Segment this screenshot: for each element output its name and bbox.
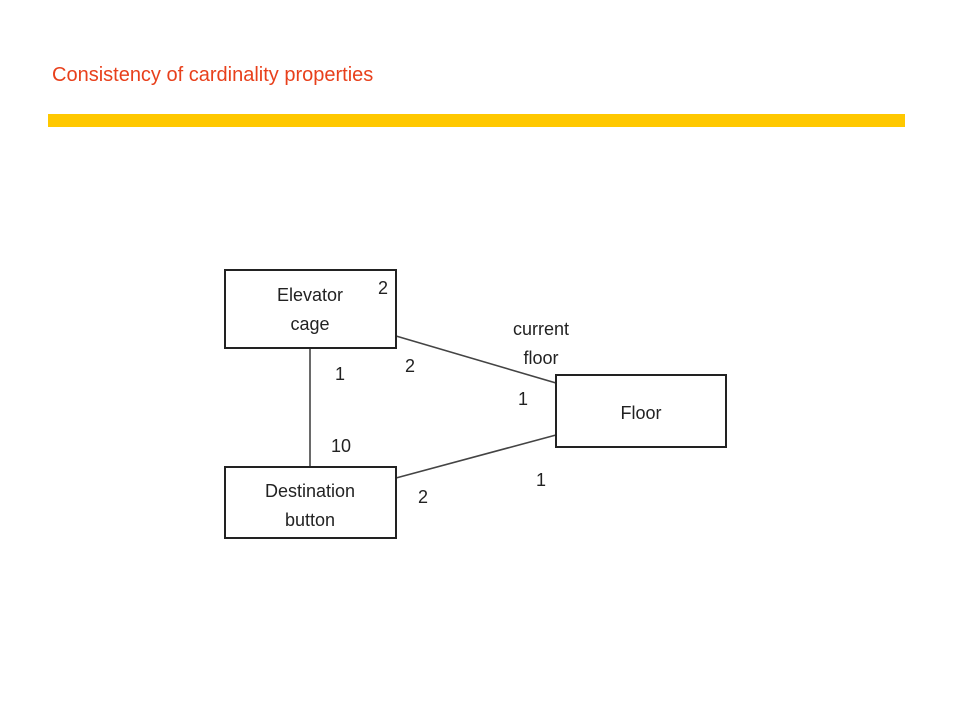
cage-corner-multiplicity: 2	[378, 278, 388, 298]
class-box-destination-button: Destination button	[224, 466, 397, 539]
multiplicity-floor-end-button-assoc: 1	[536, 470, 546, 490]
multiplicity-button-end-cage-assoc: 10	[331, 436, 351, 456]
class-label-line: Destination	[265, 481, 355, 501]
association-cage-floor	[395, 335, 557, 384]
class-label-line: Floor	[620, 403, 661, 423]
class-label-line: Elevator	[277, 285, 343, 305]
multiplicity-cage-end-floor-assoc: 2	[405, 356, 415, 376]
class-box-elevator-cage: Elevator cage 2	[224, 269, 397, 349]
class-label-line: button	[285, 510, 335, 530]
association-name-line: current	[513, 319, 569, 339]
multiplicity-button-end-floor-assoc: 2	[418, 487, 428, 507]
title-accent-bar	[48, 114, 905, 127]
slide-title: Consistency of cardinality properties	[52, 64, 374, 86]
class-box-floor: Floor	[555, 374, 727, 448]
association-name-line: floor	[523, 348, 558, 368]
multiplicity-cage-end-button-assoc: 1	[335, 364, 345, 384]
class-label-line: cage	[290, 314, 329, 334]
multiplicity-floor-end-cage-assoc: 1	[518, 389, 528, 409]
association-button-floor	[395, 434, 557, 479]
